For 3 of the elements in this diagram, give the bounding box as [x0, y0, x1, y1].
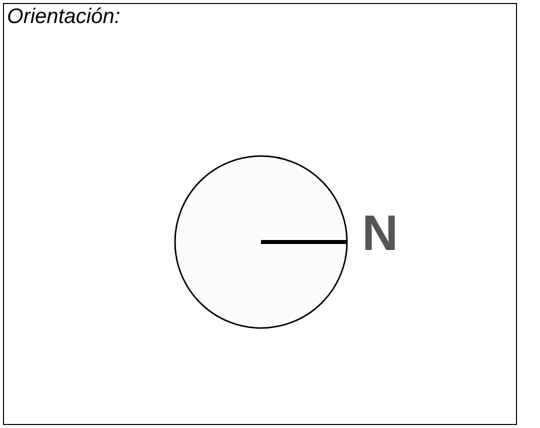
north-label: N: [362, 208, 398, 258]
orientation-panel: [3, 3, 517, 425]
panel-heading: Orientación:: [7, 5, 120, 29]
